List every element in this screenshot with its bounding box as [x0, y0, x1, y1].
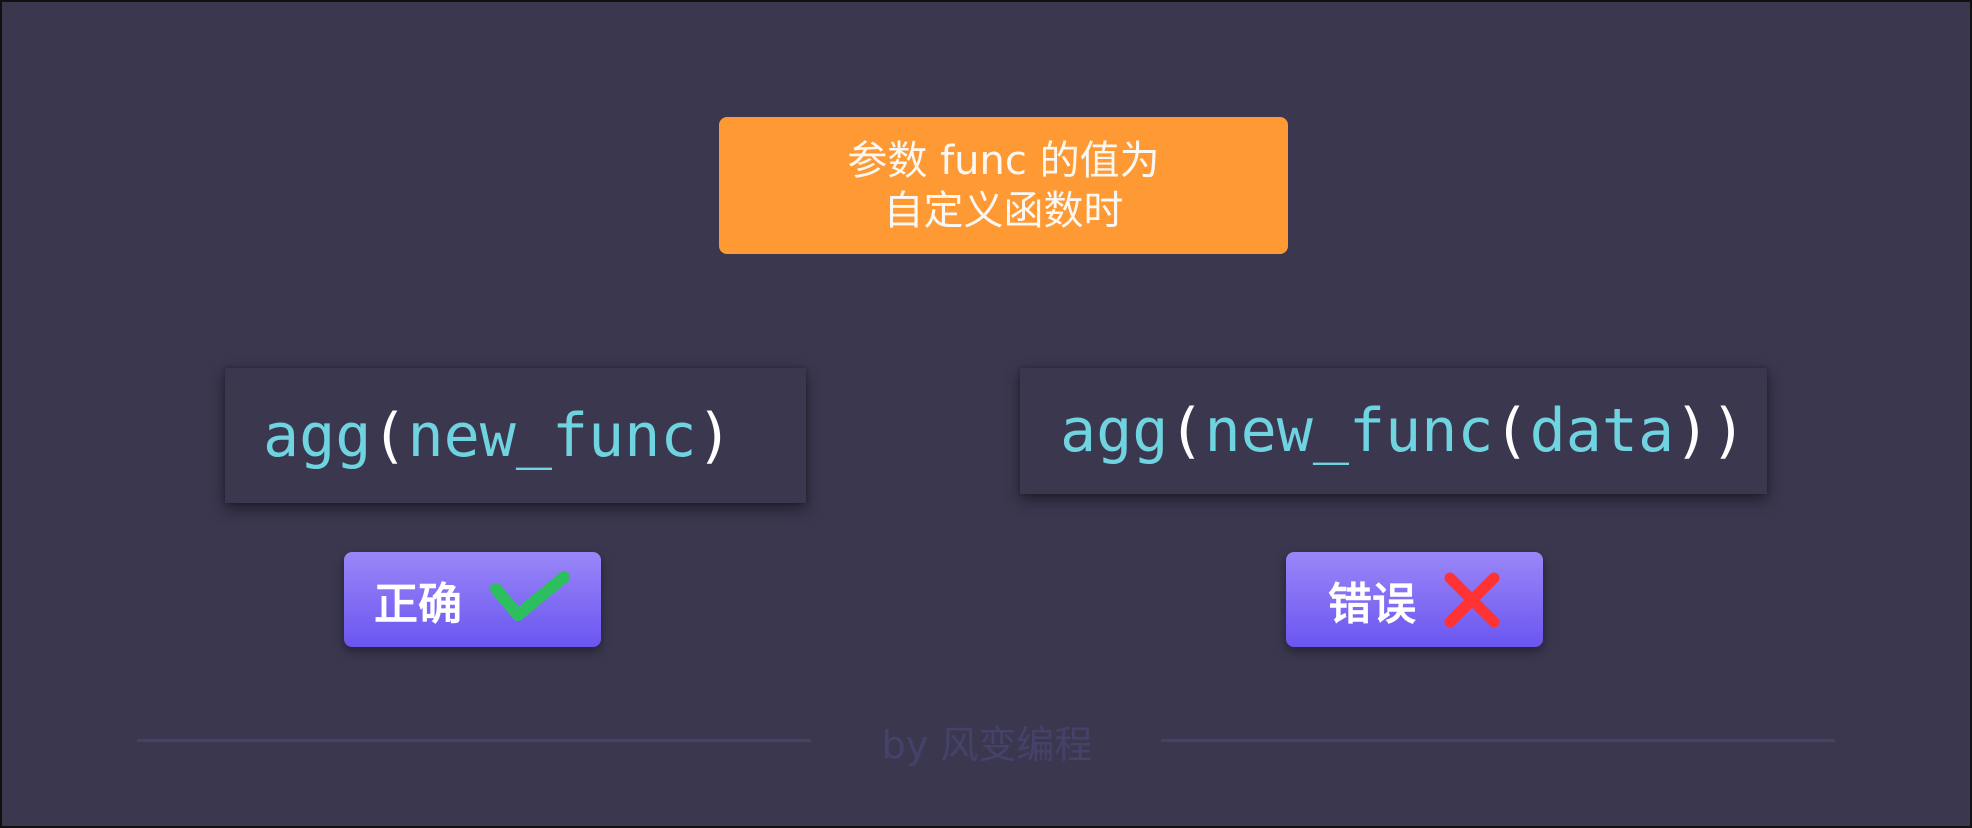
verdict-correct-badge: 正确	[344, 552, 601, 647]
footer-credit: by 风变编程	[881, 723, 1093, 767]
code-token: new_func	[407, 400, 697, 471]
verdict-label: 正确	[374, 578, 462, 630]
verdict-wrong-badge: 错误	[1286, 552, 1543, 647]
title-line-2: 自定义函数时	[883, 187, 1124, 234]
code-paren: )	[696, 400, 733, 471]
code-example-correct: agg(new_func)	[225, 368, 806, 503]
footer-divider-left	[137, 739, 811, 742]
code-paren: (	[1493, 396, 1530, 466]
code-example-wrong: agg(new_func(data))	[1020, 368, 1767, 494]
code-paren: (	[371, 400, 408, 471]
code-token: agg	[263, 400, 372, 471]
title-line-1: 参数 func 的值为	[847, 137, 1160, 184]
title-box: 参数 func 的值为 自定义函数时	[719, 117, 1288, 254]
code-token: data	[1529, 396, 1675, 466]
code-paren: )	[1674, 396, 1711, 466]
code-paren: (	[1168, 396, 1205, 466]
code-token: agg	[1060, 396, 1169, 466]
code-paren: )	[1710, 396, 1747, 466]
check-icon	[490, 570, 570, 621]
code-token: new_func	[1204, 396, 1494, 466]
cross-icon	[1444, 572, 1500, 627]
footer-divider-right	[1161, 739, 1835, 742]
verdict-label: 错误	[1328, 578, 1416, 630]
